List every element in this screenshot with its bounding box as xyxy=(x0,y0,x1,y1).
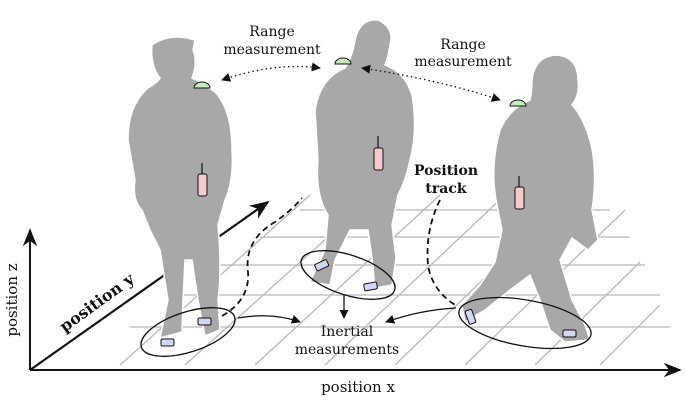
range-sensor-left xyxy=(193,81,211,89)
inertial-label-line2: measurements xyxy=(295,342,399,358)
range-sensor-right xyxy=(509,99,527,107)
range-arc-right xyxy=(361,64,501,102)
soldier-left-silhouette xyxy=(127,36,234,340)
track-right xyxy=(426,199,456,306)
inertial-label-line1: Inertial xyxy=(321,324,374,340)
radio-middle xyxy=(373,147,384,171)
foot-ellipse-middle xyxy=(300,250,396,300)
imu-middle-2 xyxy=(363,281,378,292)
radio-left xyxy=(197,173,208,197)
range-label-left-line2: measurement xyxy=(223,42,321,58)
imu-right-1 xyxy=(464,308,477,325)
position-tracks xyxy=(221,197,456,317)
radio-right xyxy=(514,186,525,210)
range-label-left-line1: Range xyxy=(249,24,294,40)
position-track-label-line1: Position xyxy=(414,163,478,179)
imus xyxy=(160,259,577,347)
range-label-right-line2: measurement xyxy=(414,54,512,70)
z-axis-label: position z xyxy=(3,263,21,336)
inertial-arrows xyxy=(237,294,457,324)
range-arc-left xyxy=(221,62,321,82)
range-sensor-middle xyxy=(334,57,352,65)
range-label-right-line1: Range xyxy=(440,37,485,53)
imu-right-2 xyxy=(562,329,577,338)
range-sensors xyxy=(193,57,527,107)
y-axis xyxy=(29,200,270,371)
foot-ellipse-right xyxy=(458,296,592,350)
imu-left-1 xyxy=(160,338,175,347)
soldier-middle-silhouette xyxy=(308,19,416,289)
x-axis-label: position x xyxy=(321,378,395,396)
track-left xyxy=(221,197,303,317)
imu-left-2 xyxy=(197,317,212,326)
imu-middle-1 xyxy=(314,259,330,272)
position-track-label-line2: track xyxy=(425,181,466,197)
radios xyxy=(197,136,525,210)
foot-ellipse-left xyxy=(140,307,236,357)
foot-ellipses xyxy=(140,250,592,357)
axes xyxy=(22,200,682,378)
soldier-right-silhouette xyxy=(461,54,599,343)
range-arcs xyxy=(221,62,501,102)
